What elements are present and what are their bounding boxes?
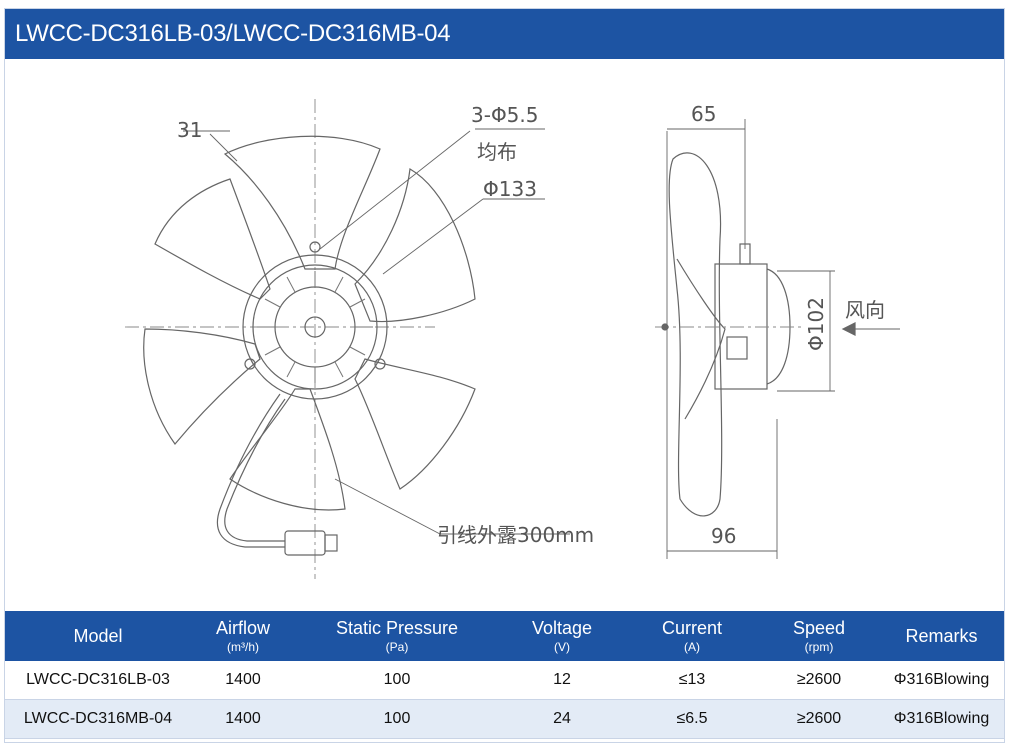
airflow-note-label: 风向 bbox=[845, 298, 885, 322]
cell-model: LWCC-DC316MB-04 bbox=[5, 699, 191, 739]
dim-96-label: 96 bbox=[711, 524, 736, 548]
fan-blade bbox=[223, 135, 381, 270]
motor-label-box bbox=[726, 336, 748, 360]
table-header-row: Model Airflow(m³/h) Static Pressure(Pa) … bbox=[5, 611, 1004, 661]
fan-blade bbox=[229, 388, 346, 511]
header-model: Model bbox=[5, 611, 191, 661]
cell-speed: ≥2600 bbox=[759, 699, 879, 739]
fan-drawing-svg: 31 3-Φ5.5 均布 Φ133 引线外露300mm bbox=[125, 99, 900, 579]
cell-remarks: Φ316Blowing bbox=[879, 661, 1004, 700]
header-static-pressure: Static Pressure(Pa) bbox=[295, 611, 499, 661]
header-speed: Speed(rpm) bbox=[759, 611, 879, 661]
cell-static-pressure: 100 bbox=[295, 661, 499, 700]
blade-profile bbox=[668, 152, 723, 517]
connector bbox=[284, 530, 326, 556]
header-remarks: Remarks bbox=[879, 611, 1004, 661]
front-view bbox=[125, 99, 570, 579]
cell-current: ≤6.5 bbox=[625, 699, 759, 739]
dim-d133-label: Φ133 bbox=[483, 177, 537, 201]
cell-voltage: 12 bbox=[499, 661, 625, 700]
cell-static-pressure: 100 bbox=[295, 699, 499, 739]
header-airflow: Airflow(m³/h) bbox=[191, 611, 295, 661]
cell-model: LWCC-DC316LB-03 bbox=[5, 661, 191, 700]
table-row: LWCC-DC316LB-03 1400 100 12 ≤13 ≥2600 Φ3… bbox=[5, 661, 1004, 700]
dim-d102-label: Φ102 bbox=[804, 297, 828, 351]
fan-blade bbox=[154, 178, 271, 300]
mount-hole bbox=[244, 358, 256, 370]
lead-wire bbox=[216, 393, 285, 548]
spec-table: Model Airflow(m³/h) Static Pressure(Pa) … bbox=[5, 611, 1004, 739]
dim-holes-note: 均布 bbox=[477, 140, 517, 164]
table-row: LWCC-DC316MB-04 1400 100 24 ≤6.5 ≥2600 Φ… bbox=[5, 699, 1004, 739]
hub-outer bbox=[242, 254, 388, 400]
mount-hole bbox=[309, 241, 321, 253]
cell-remarks: Φ316Blowing bbox=[879, 699, 1004, 739]
spec-sheet: LWCC-DC316LB-03/LWCC-DC316MB-04 bbox=[4, 8, 1005, 743]
header-voltage: Voltage(V) bbox=[499, 611, 625, 661]
fan-blade bbox=[143, 328, 261, 445]
fan-blade bbox=[354, 168, 476, 323]
hub-ring bbox=[252, 264, 378, 390]
cell-current: ≤13 bbox=[625, 661, 759, 700]
lead-note-label: 引线外露300mm bbox=[437, 523, 594, 547]
cell-speed: ≥2600 bbox=[759, 661, 879, 700]
technical-drawing: 31 3-Φ5.5 均布 Φ133 引线外露300mm bbox=[5, 59, 1004, 611]
dim-65-label: 65 bbox=[691, 102, 716, 126]
fan-blade bbox=[354, 358, 476, 490]
cell-voltage: 24 bbox=[499, 699, 625, 739]
header-current: Current(A) bbox=[625, 611, 759, 661]
mount-hole bbox=[374, 358, 386, 370]
hub-center bbox=[304, 316, 326, 338]
side-view bbox=[655, 119, 900, 559]
cell-airflow: 1400 bbox=[191, 699, 295, 739]
dim-31-label: 31 bbox=[177, 118, 202, 142]
cell-airflow: 1400 bbox=[191, 661, 295, 700]
dim-holes-label: 3-Φ5.5 bbox=[471, 103, 539, 127]
page-title: LWCC-DC316LB-03/LWCC-DC316MB-04 bbox=[5, 9, 1004, 59]
